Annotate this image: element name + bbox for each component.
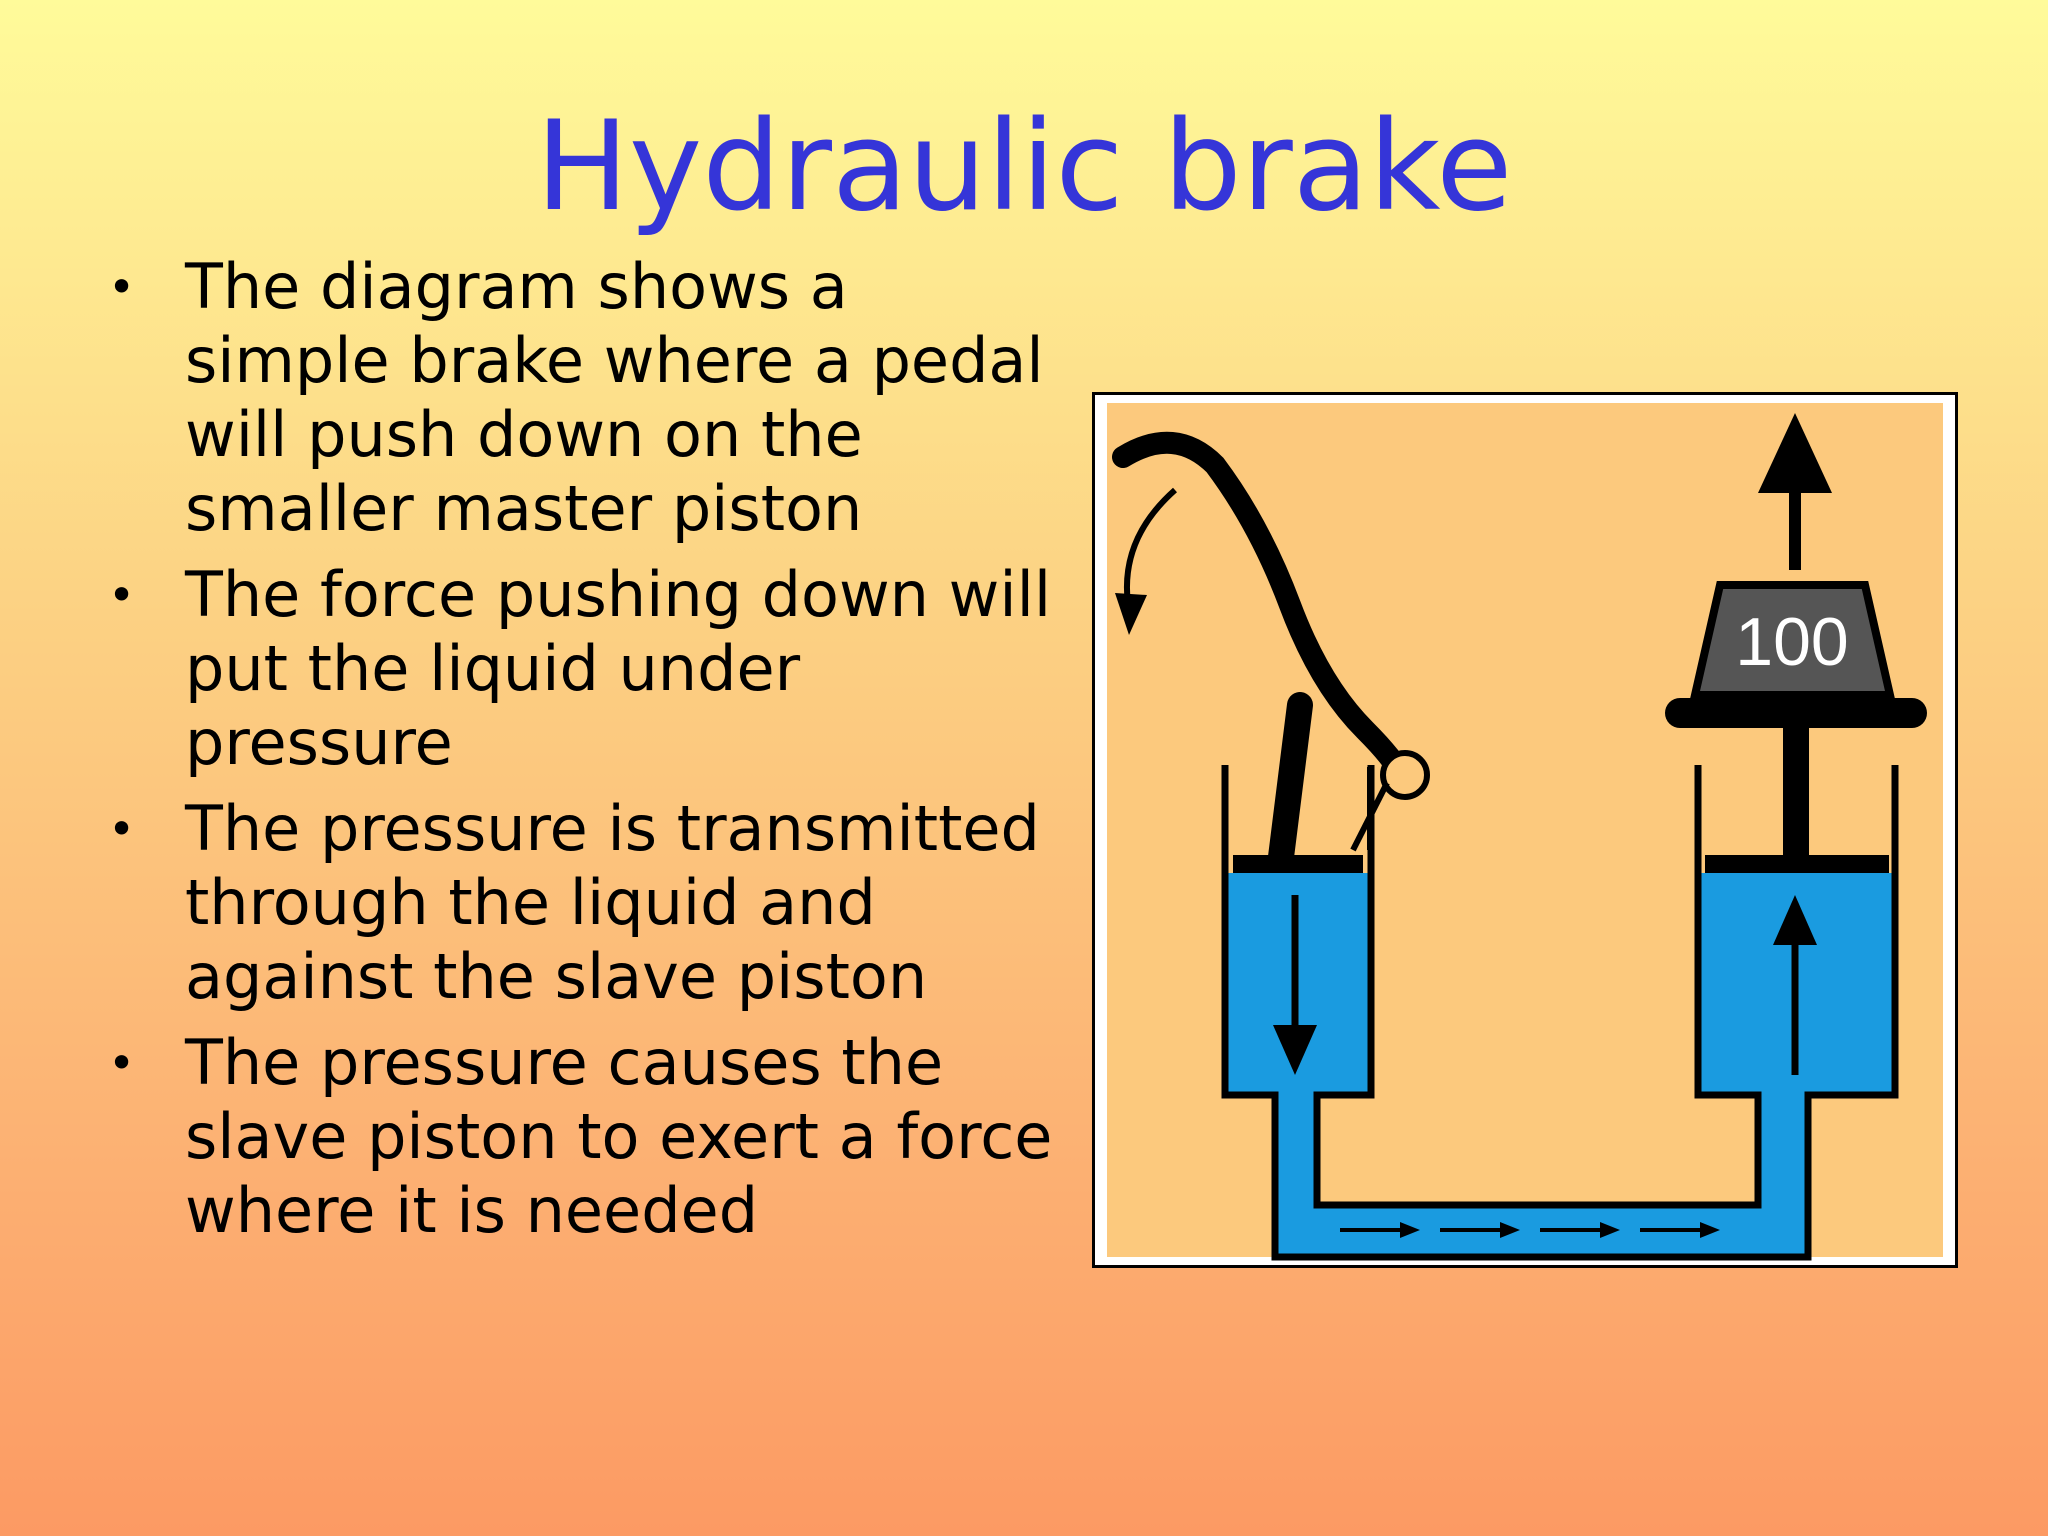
- bullet-item: • The pressure causes the slave piston t…: [100, 1026, 1060, 1248]
- diagram-background: [1107, 403, 1943, 1257]
- flow-arrows-icon: [1340, 1222, 1720, 1238]
- load-platform: [1665, 698, 1927, 728]
- weight-icon: 100: [1689, 581, 1896, 699]
- curved-down-arrow-icon: [1115, 487, 1177, 635]
- bullet-text: The diagram shows a simple brake where a…: [185, 250, 1044, 545]
- bullet-text: The force pushing down will put the liqu…: [185, 558, 1052, 779]
- slave-up-arrow-icon: [1773, 895, 1817, 1075]
- slide-title: Hydraulic brake: [535, 95, 1513, 239]
- pedal-lever-icon: [1112, 431, 1430, 878]
- hydraulic-brake-diagram: 100: [1092, 392, 1958, 1268]
- cylinder-inner-wall: [1313, 765, 1762, 1209]
- bullet-dot-icon: •: [108, 260, 136, 314]
- weight-label: 100: [1735, 604, 1848, 680]
- down-arrow-icon: [1273, 895, 1317, 1075]
- bullet-item: • The force pushing down will put the li…: [100, 558, 1060, 780]
- diagram-svg: 100: [1095, 395, 1955, 1265]
- bullet-list: • The diagram shows a simple brake where…: [100, 250, 1060, 1260]
- bullet-item: • The pressure is transmitted through th…: [100, 792, 1060, 1014]
- slave-piston: [1705, 855, 1889, 873]
- bullet-dot-icon: •: [108, 802, 136, 856]
- slave-piston-rod: [1783, 715, 1809, 860]
- master-cylinder: [1221, 765, 1899, 1261]
- up-arrow-icon: [1758, 413, 1832, 570]
- hydraulic-liquid: [1225, 873, 1895, 1257]
- bullet-text: The pressure causes the slave piston to …: [185, 1026, 1053, 1247]
- bullet-item: • The diagram shows a simple brake where…: [100, 250, 1060, 546]
- bullet-dot-icon: •: [108, 568, 136, 622]
- master-piston: [1233, 855, 1363, 873]
- bullet-dot-icon: •: [108, 1036, 136, 1090]
- bullet-text: The pressure is transmitted through the …: [185, 792, 1040, 1013]
